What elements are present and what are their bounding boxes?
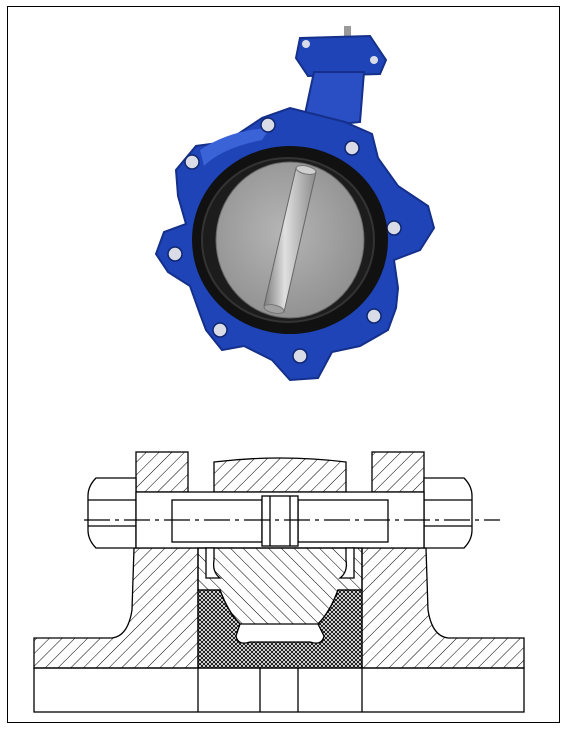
bolt-hole-icon [212, 322, 228, 338]
center-collar [261, 495, 299, 547]
right-neck-gap [338, 547, 355, 579]
right-top-flange [371, 451, 425, 493]
bolt-hole-icon [292, 348, 308, 364]
right-stud [297, 499, 389, 543]
shaft-end [295, 165, 317, 175]
body-highlight [200, 128, 270, 166]
shaft-end [263, 304, 285, 314]
bolt-hole-icon [366, 308, 382, 324]
bolt-hole-icon [260, 117, 276, 133]
bolt-hole-icon [344, 140, 360, 156]
top-flange-hole-icon [302, 40, 310, 48]
left-bolt-head [87, 477, 137, 549]
left-body-section [33, 547, 199, 669]
seat-liner-section [197, 589, 363, 669]
top-flange-hole-icon [370, 56, 378, 64]
bolt-hole-icon [386, 220, 402, 236]
left-stud [171, 499, 263, 543]
top-flange [294, 34, 388, 78]
bolt-hole-icon [167, 246, 183, 262]
base-flange-outline [33, 667, 525, 713]
right-bolt-head [423, 477, 473, 549]
right-body-section [361, 547, 525, 669]
left-top-flange [135, 451, 189, 493]
center-top-block [213, 457, 347, 493]
bolt-hole-icon [184, 154, 200, 170]
valve-3d-render [154, 26, 436, 382]
section-drawing [33, 451, 525, 713]
left-neck-gap [205, 547, 222, 579]
